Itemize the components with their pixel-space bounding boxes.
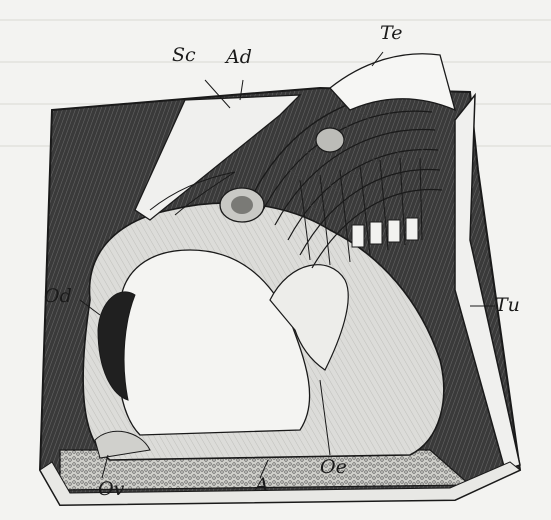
label-ad: Ad bbox=[226, 48, 252, 67]
label-a: A bbox=[255, 476, 269, 495]
tentacle-organ bbox=[316, 128, 344, 152]
label-tu: Tu bbox=[495, 296, 520, 315]
gland-core bbox=[231, 196, 253, 214]
label-od: Od bbox=[44, 287, 72, 306]
label-ov: Ov bbox=[98, 480, 124, 499]
label-sc: Sc bbox=[172, 46, 196, 65]
label-te: Te bbox=[380, 24, 402, 43]
label-oe: Oe bbox=[320, 458, 347, 477]
